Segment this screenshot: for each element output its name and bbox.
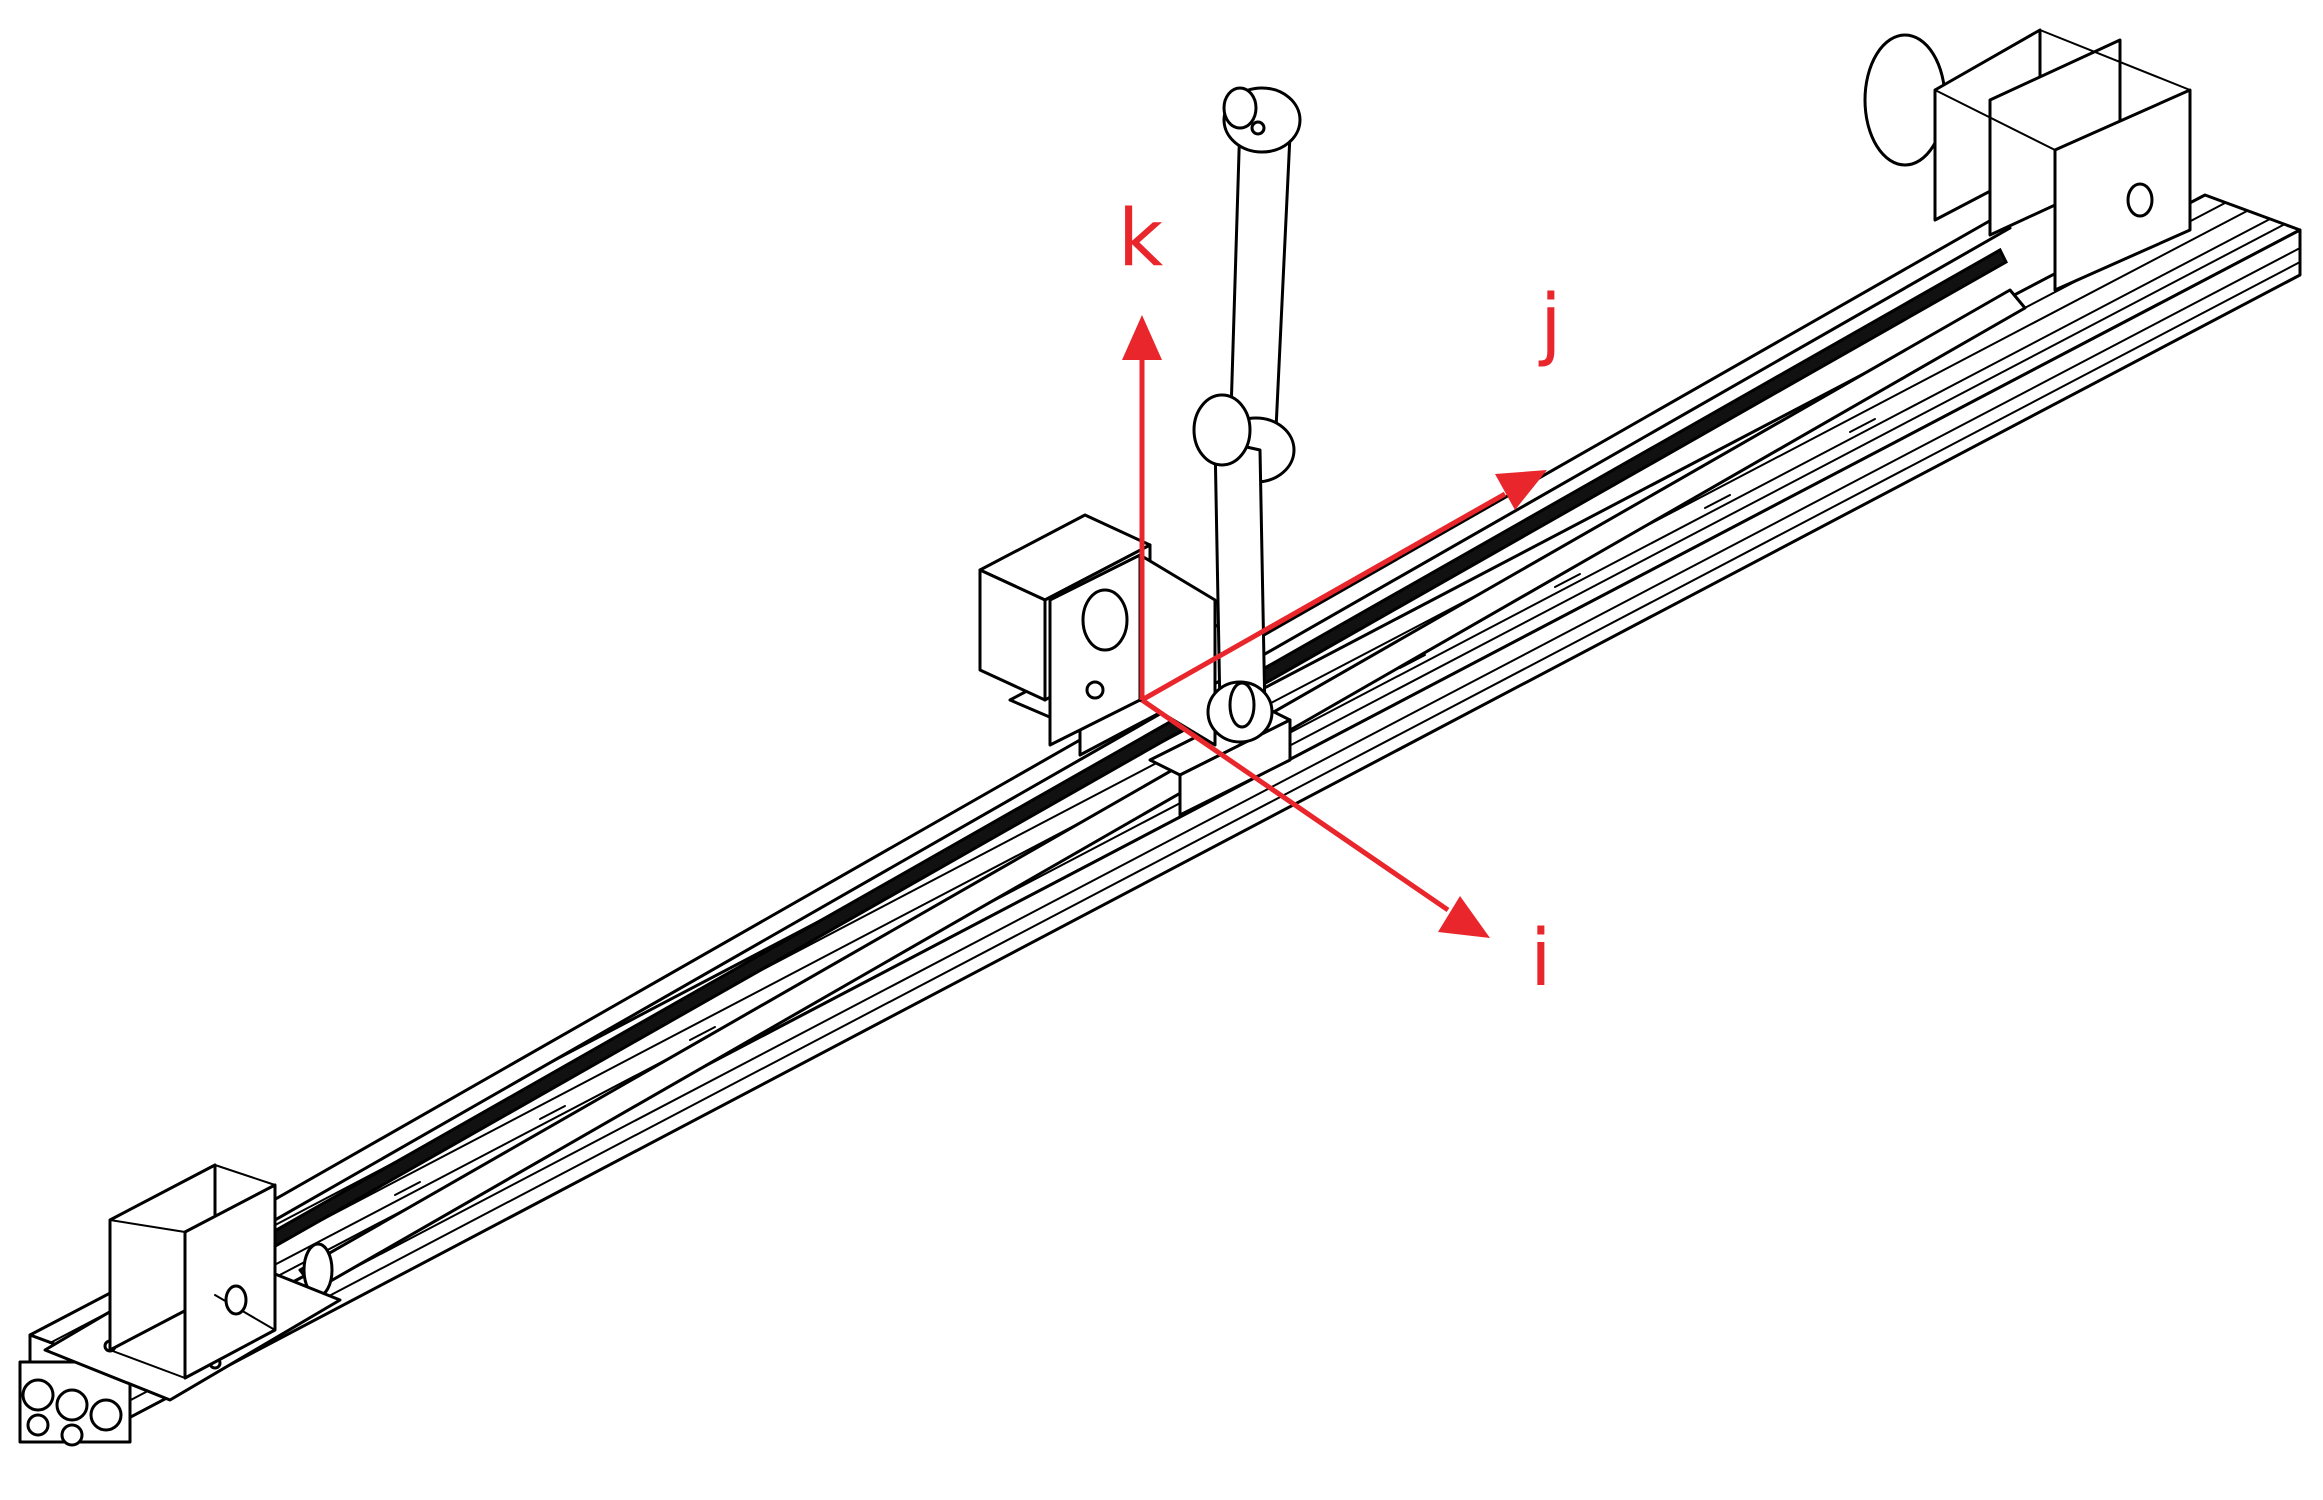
middle-bearing [1192,393,1252,467]
guide-rod-front [298,288,2027,1292]
i-axis-line [1140,697,1450,913]
right-motor-flange [1863,33,1947,167]
right-motor-plate [2053,88,2192,292]
left-end-mount [43,1163,342,1402]
j-axis-label: j [1538,279,1562,369]
i-axis-label: i [1530,914,1552,1004]
lower-link [1213,438,1267,717]
right-shaft [2126,182,2154,218]
guide-rods [228,213,2027,1298]
j-axis-arrowhead [1495,470,1547,510]
i-axis-arrowhead [1438,896,1490,938]
left-shaft [224,1284,248,1316]
lead-screw [248,247,2008,1260]
pendulum-linkage [1192,86,1302,744]
k-axis-arrowhead [1122,315,1162,360]
right-end-mount [1863,28,2192,292]
k-axis-label: k [1118,194,1163,284]
coupler [1081,588,1129,652]
coordinate-axes: k j i [1118,194,1562,1004]
j-axis-line [1140,491,1507,703]
